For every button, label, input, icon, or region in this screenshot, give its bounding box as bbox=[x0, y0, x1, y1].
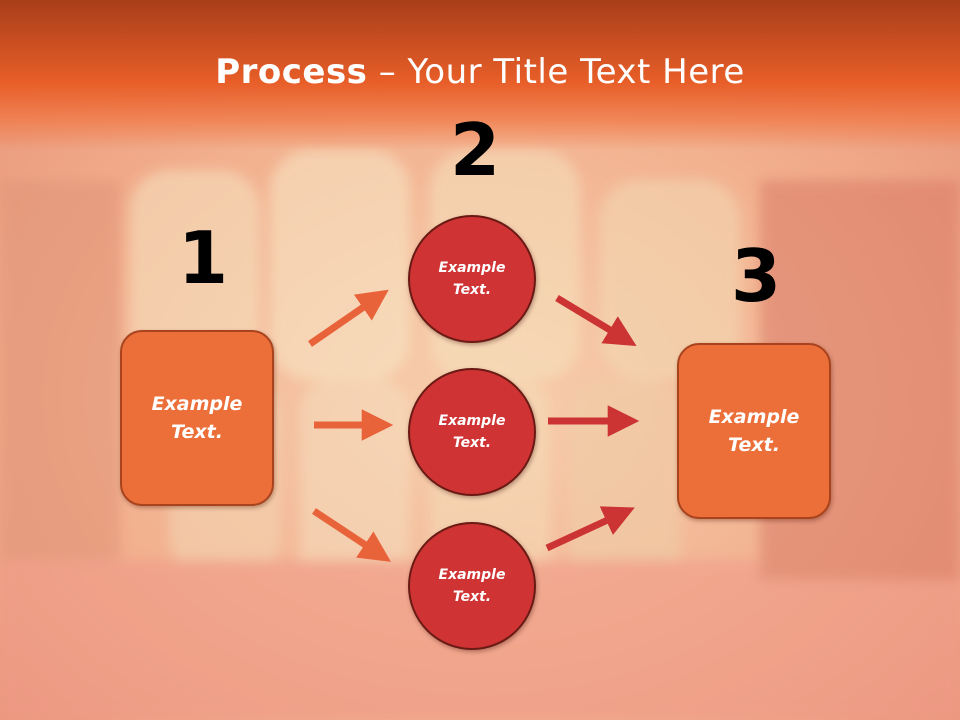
step-number-2: 2 bbox=[450, 108, 501, 192]
process-circle-middle[interactable]: Example Text. bbox=[408, 368, 536, 496]
process-box-left[interactable]: Example Text. bbox=[120, 330, 274, 506]
process-box-right-label: Example Text. bbox=[708, 405, 800, 457]
step-number-3: 3 bbox=[731, 234, 782, 318]
step-number-1: 1 bbox=[178, 216, 229, 300]
process-circle-bottom-label: Example Text. bbox=[438, 566, 506, 605]
process-circle-top[interactable]: Example Text. bbox=[408, 215, 536, 343]
process-circle-middle-label: Example Text. bbox=[438, 412, 506, 451]
title-bold: Process bbox=[215, 52, 368, 92]
process-circle-top-label: Example Text. bbox=[438, 259, 506, 298]
process-circle-bottom[interactable]: Example Text. bbox=[408, 522, 536, 650]
process-box-left-label: Example Text. bbox=[151, 392, 243, 444]
title-rest: – Your Title Text Here bbox=[367, 52, 745, 92]
page-title: Process – Your Title Text Here bbox=[0, 52, 960, 92]
title-bar bbox=[0, 0, 960, 150]
process-box-right[interactable]: Example Text. bbox=[677, 343, 831, 519]
